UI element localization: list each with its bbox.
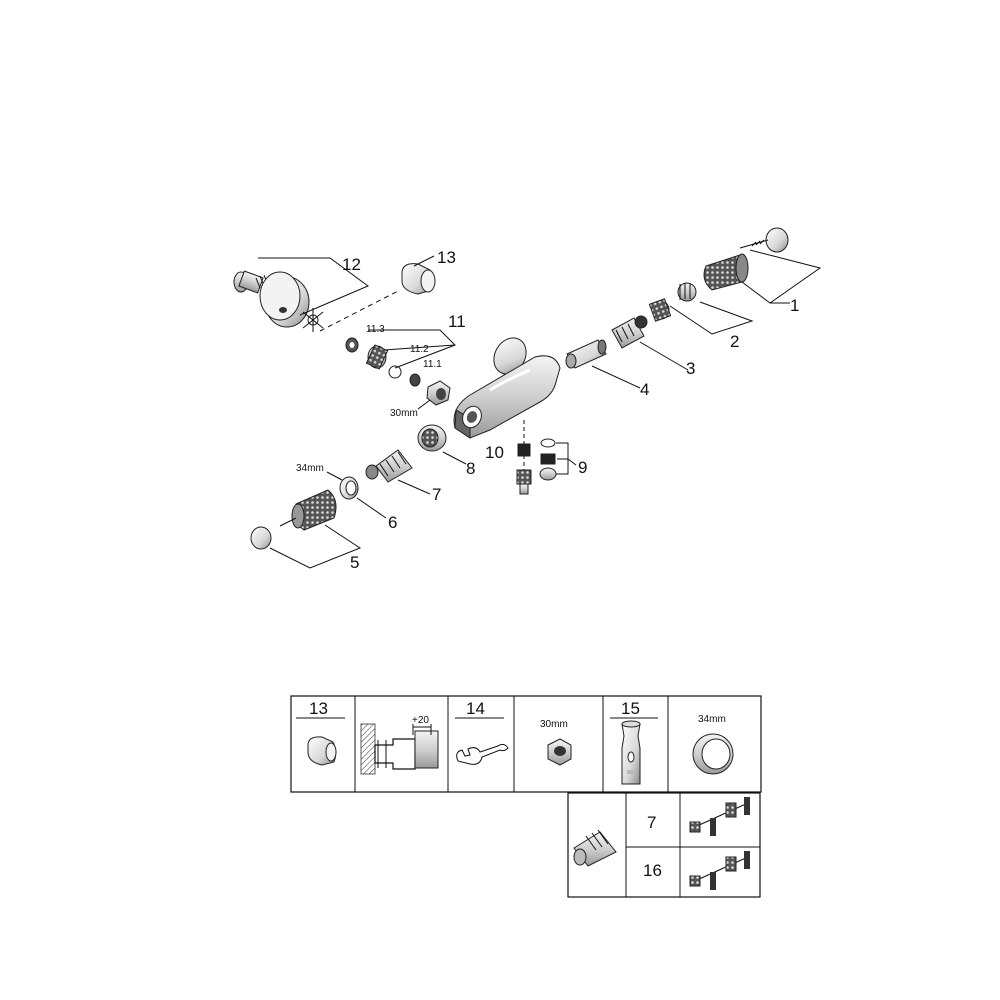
table-cell-14-number: 14 [466,699,485,718]
callout-11: 11 [448,312,466,331]
part-7-thermostat-cartridge [365,449,413,483]
part-6-ring [339,476,359,500]
dimension-34mm: 34mm [296,463,324,474]
part-11-2-check-valve [365,344,389,370]
callout-8: 8 [466,459,475,478]
part-4-spindle [565,339,607,369]
table-row-16-number: 16 [643,861,662,880]
dimension-30mm: 30mm [390,408,418,419]
leader-1 [741,249,822,304]
callout-11-1: 11.1 [423,359,442,370]
assembly-axis-line [319,289,401,332]
leader-11 [368,329,456,369]
callout-4: 4 [640,380,649,399]
part-9-washers [539,438,557,481]
table-cell-plus20: +20 [412,715,429,726]
part-12-wall-connector [233,270,310,328]
leader-6 [356,497,387,519]
part-11-1-insert [409,373,421,387]
part-11-1-oring [388,365,402,379]
leader-4 [591,365,641,389]
table-row-7-number: 7 [647,813,656,832]
thermometer-icon [689,851,750,890]
leader-13 [413,255,435,267]
accessory-table: 13 +20 14 30mm 15 [290,695,762,898]
spanner-icon [456,743,509,765]
callout-5: 5 [350,553,359,572]
callout-11-2: 11.2 [410,344,429,355]
leader-8 [442,451,467,465]
callout-12: 12 [342,255,361,274]
callout-2: 2 [730,332,739,351]
leader-3 [639,341,689,371]
table-cell-13-number: 13 [309,699,328,718]
thermometer-icon [689,797,750,836]
callout-7: 7 [432,485,441,504]
sleeve-tool-icon [621,720,641,785]
nut-icon [547,738,572,766]
part-10-insert [516,443,532,495]
part-5-handle [279,489,337,531]
mixer-body [453,337,561,439]
callout-6: 6 [388,513,397,532]
callout-3: 3 [686,359,695,378]
callout-1: 1 [790,296,799,315]
leader-7 [397,479,431,495]
callout-11-3: 11.3 [366,324,385,335]
part-nut-30mm [426,380,451,406]
part-5-cap [250,526,272,550]
table-cell-15-number: 15 [621,699,640,718]
part-1-handle [703,253,749,291]
part-3-cartridge [611,315,648,349]
leader-2 [669,301,754,335]
callout-10: 10 [485,443,504,462]
callout-13: 13 [437,248,456,267]
cartridge-icon [573,829,617,867]
part-2-adapter [648,282,697,322]
leader-5 [269,524,362,569]
table-cell-30mm: 30mm [540,719,568,730]
part-8-adapter-ring [417,424,447,452]
part-1-knob-cap [739,227,789,253]
callout-9: 9 [578,458,587,477]
ring-icon [692,733,734,775]
sleeve-icon [307,736,337,766]
part-13-sleeve [401,263,436,295]
table-cell-34mm: 34mm [698,714,726,725]
leader-12 [258,257,370,316]
part-11-3-washer [345,337,359,353]
extension-icon [360,723,439,775]
part-12-seal [302,308,324,332]
